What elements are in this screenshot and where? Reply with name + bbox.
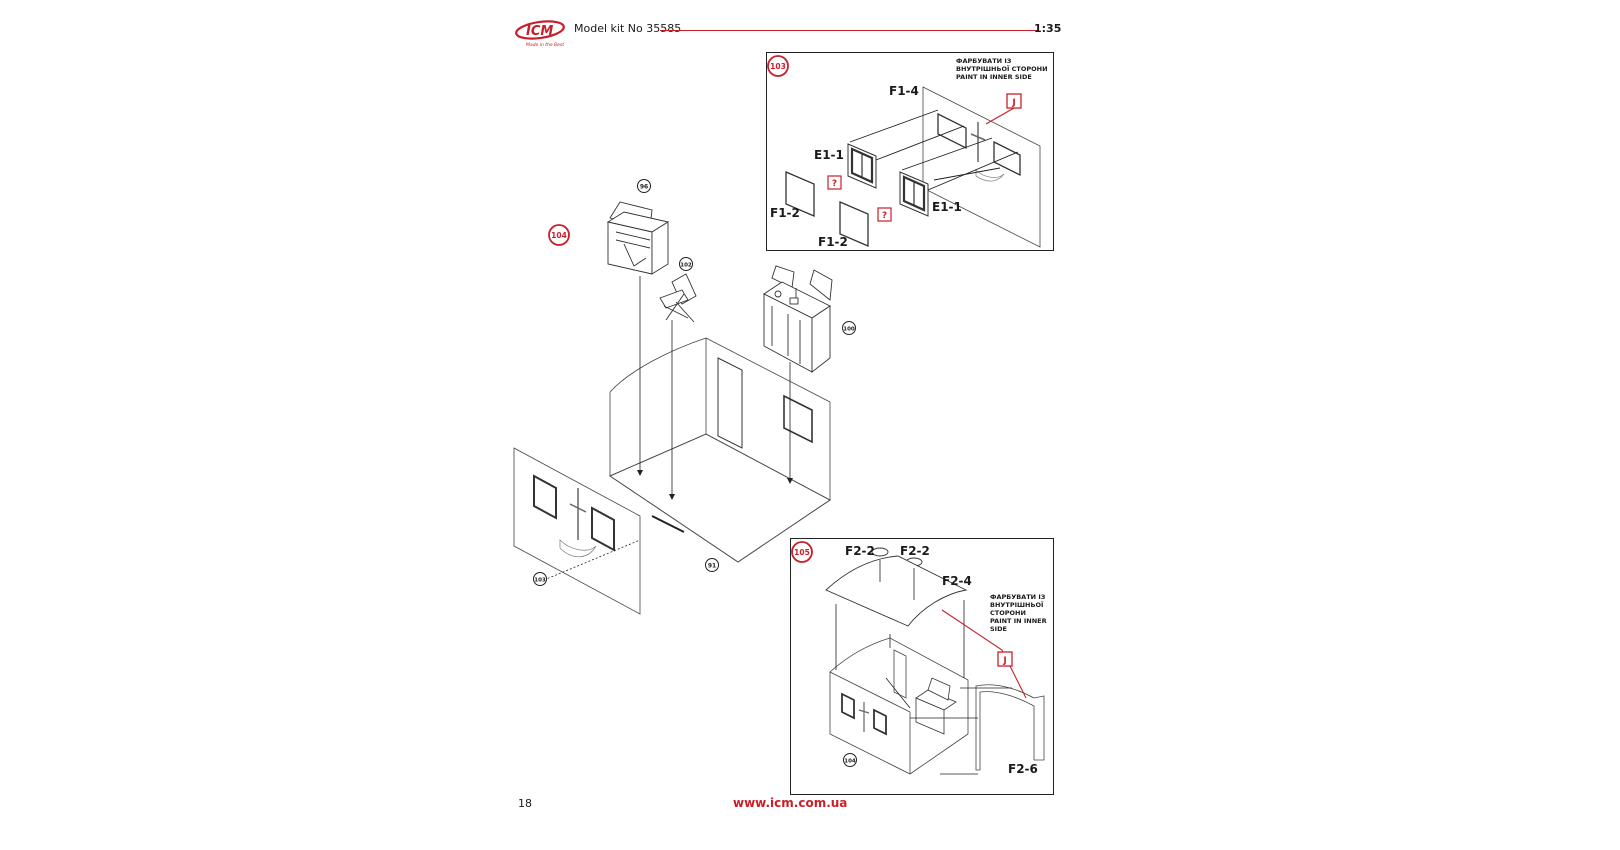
chapel-body [829,637,969,775]
svg-text:105: 105 [794,548,810,557]
step-105-panel [790,538,1054,795]
svg-text:104: 104 [844,759,856,765]
part-label-f2-6: F2-6 [1008,762,1038,776]
side-roof-part-f2-6 [975,684,1045,771]
step-105-badge: 105 [791,541,813,563]
svg-text:102: 102 [680,263,692,269]
door [717,357,743,449]
brand-text: ICM [526,24,553,39]
paint-note-ua: ФАРБУВАТИ ІЗ ВНУТРІШНЬОЇ СТОРОНИ [990,593,1046,617]
arrow-heads-104 [637,470,793,500]
part-label-f2-2-a: F2-2 [845,544,875,558]
part-label-e1-1-b: E1-1 [932,200,962,214]
header-rule [660,30,1038,31]
svg-text:104: 104 [551,231,567,240]
brand-tagline: Made in the Best [526,42,564,48]
scale-label: 1:35 [1034,22,1062,35]
window-opening [937,112,967,150]
front-wall-cross [569,488,587,540]
paint-note-105: ФАРБУВАТИ ІЗ ВНУТРІШНЬОЇ СТОРОНИ PAINT I… [990,593,1050,633]
question-mark-a: ? [827,175,842,190]
svg-text:103: 103 [534,578,546,584]
cross-relief [970,122,986,162]
callout-line [985,107,1015,125]
svg-text:J: J [1011,98,1015,108]
paint-note-en: PAINT IN INNER SIDE [956,73,1032,81]
page-number: 18 [518,797,532,810]
part-label-e1-1-a: E1-1 [814,148,844,162]
altar-cabinet-part-100 [763,265,833,373]
svg-text:100: 100 [843,327,855,333]
harmonium-part-96 [606,201,670,275]
svg-text:103: 103 [770,62,786,71]
svg-text:?: ? [832,179,837,189]
part-label-f1-2-b: F1-2 [818,235,848,249]
svg-text:J: J [1002,656,1006,666]
svg-text:96: 96 [640,184,648,191]
assembly-arrows [849,109,1019,191]
paint-note-103: ФАРБУВАТИ ІЗ ВНУТРІШНЬОЇ СТОРОНИ PAINT I… [956,57,1052,81]
folding-chair-part-102 [659,273,697,323]
ref-badge-91: 91 [705,558,719,572]
room-walls [609,337,831,500]
front-wall-dove [559,539,597,558]
step-103-panel [766,52,1054,251]
chapel-altar [915,677,957,735]
window-opening [993,140,1021,177]
step-103-badge: 103 [767,55,789,77]
cap-part-f2-2-a [871,547,889,557]
svg-text:91: 91 [708,563,716,570]
roof-part-f2-4 [825,555,968,627]
wall-panel-f1-4 [922,86,1041,248]
paint-note-ua: ФАРБУВАТИ ІЗ ВНУТРІШНЬОЇ СТОРОНИ [956,57,1048,73]
glass-pane-f1-2-right [839,201,869,247]
icm-logo: ICM Made in the Best [515,20,565,48]
step-104-badge: 104 [548,224,570,246]
part-label-f1-4: F1-4 [889,84,919,98]
window-frame-e1-1-upper [847,143,877,189]
floor-rail [651,515,685,533]
floor-part-91 [608,433,831,563]
step-105-diagram: 105 [791,541,1045,775]
part-label-f2-2-b: F2-2 [900,544,930,558]
part-label-f2-4: F2-4 [942,574,972,588]
step-104-diagram: 104 96 102 [513,179,856,615]
callout-line-105 [941,609,1027,699]
dove-relief [975,169,1005,182]
color-code-j-105: J [997,651,1013,667]
website-link[interactable]: www.icm.com.ua [733,796,848,810]
svg-text:?: ? [882,211,887,221]
front-wall-windows [533,474,615,552]
assembly-arrows-105 [835,600,1012,775]
kit-number: Model kit No 35585 [574,22,682,35]
part-label-f1-2-a: F1-2 [770,206,800,220]
chapel-cross [858,702,870,732]
window-frame-e1-1-lower [899,171,929,217]
color-code-j-103: J [1006,93,1022,109]
ref-badge-96: 96 [637,179,651,193]
ref-badge-100: 100 [842,321,856,335]
glass-pane-f1-2-left [785,171,815,217]
ref-badge-102: 102 [679,257,693,271]
question-mark-b: ? [877,207,892,222]
paint-note-en: PAINT IN INNER SIDE [990,617,1047,633]
assembly-arrows-104 [543,276,791,581]
wall-window [783,394,813,444]
front-wall-assembly-103 [513,447,641,615]
ref-badge-103: 103 [533,572,547,586]
chapel-windows [841,692,887,736]
step-103-diagram: 103 [767,55,1041,248]
ref-badge-104: 104 [843,753,857,767]
